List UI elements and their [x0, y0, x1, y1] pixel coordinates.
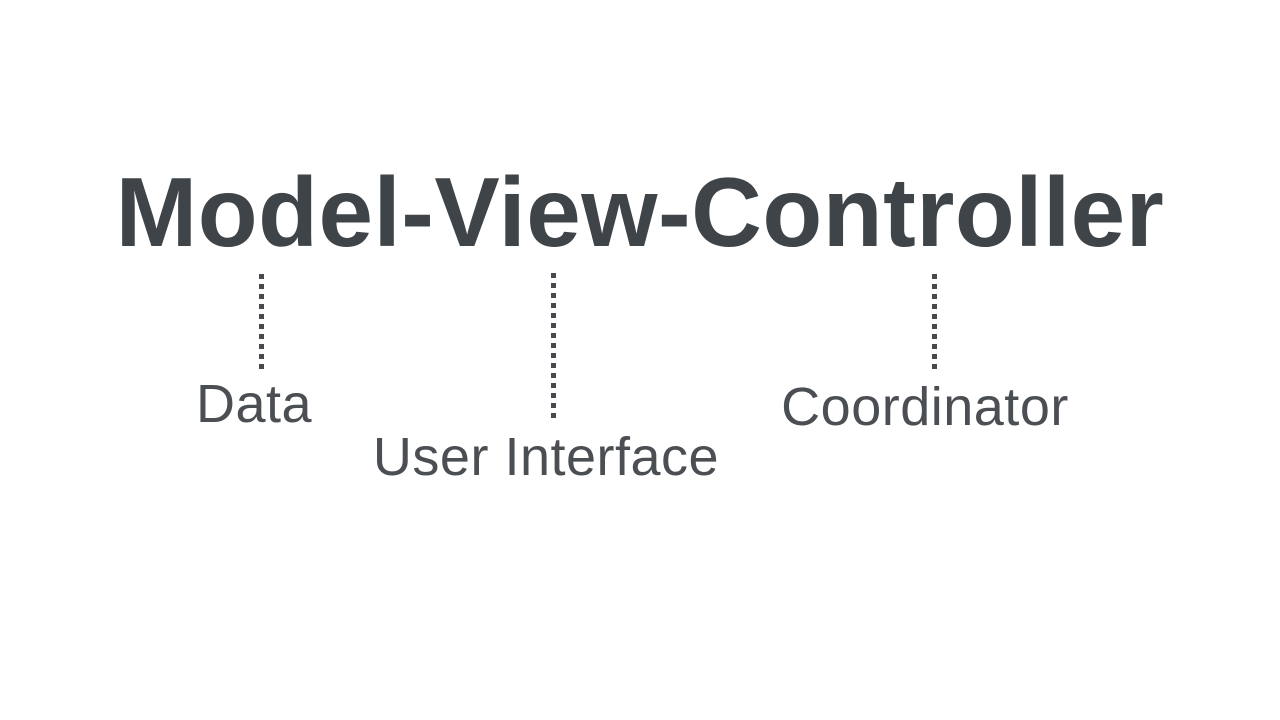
- label-data: Data: [195, 374, 313, 434]
- dotted-connector-controller-to-coordinator: [932, 274, 937, 374]
- main-title: Model-View-Controller: [115, 157, 1165, 267]
- label-coordinator: Coordinator: [781, 377, 1069, 437]
- label-user-interface: User Interface: [372, 427, 720, 487]
- dotted-connector-view-to-user-interface: [551, 273, 556, 421]
- dotted-connector-model-to-data: [259, 274, 264, 374]
